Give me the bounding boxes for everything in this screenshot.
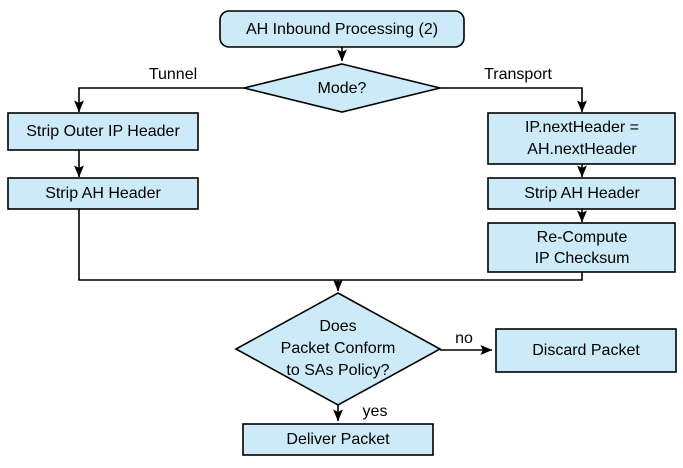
- node-start-shape: [219, 10, 465, 48]
- edge-label-transport: Transport: [484, 66, 552, 83]
- node-strip-ah-transport-label: Strip AH Header: [524, 185, 640, 202]
- edge-label-no: no: [455, 330, 473, 347]
- node-mode[interactable]: Mode?: [243, 63, 441, 113]
- edge-label-layer: Tunnel Transport no yes: [149, 66, 553, 420]
- node-conform-label-line1: Does: [319, 318, 356, 335]
- node-discard-label: Discard Packet: [532, 342, 640, 359]
- node-conform-shape: [234, 292, 442, 406]
- edge-layer: [74, 47, 587, 422]
- node-next-header-label-line1: IP.nextHeader =: [525, 119, 639, 136]
- node-recompute-label-line1: Re-Compute: [537, 229, 628, 246]
- node-start[interactable]: AH Inbound Processing (2): [219, 10, 465, 48]
- node-deliver-label: Deliver Packet: [286, 431, 390, 448]
- node-strip-ah-transport[interactable]: Strip AH Header: [487, 177, 676, 210]
- node-deliver-shape: [242, 423, 434, 456]
- edge-label-yes: yes: [363, 403, 388, 420]
- edge-mode-to-strip-outer-ip: [74, 87, 244, 113]
- edge-recompute-to-conform: [338, 270, 583, 281]
- node-strip-ah-transport-shape: [487, 177, 676, 210]
- node-next-header[interactable]: IP.nextHeader = AH.nextHeader: [487, 112, 676, 165]
- node-recompute-shape: [487, 222, 676, 273]
- node-deliver[interactable]: Deliver Packet: [242, 423, 434, 456]
- node-strip-outer-ip-shape: [7, 112, 199, 151]
- edge-strip-ah-tunnel-to-conform: [78, 209, 338, 281]
- node-next-header-label-line2: AH.nextHeader: [527, 141, 637, 158]
- node-next-header-shape: [487, 112, 676, 165]
- node-recompute[interactable]: Re-Compute IP Checksum: [487, 222, 676, 273]
- node-recompute-label-line2: IP Checksum: [535, 250, 630, 267]
- node-discard[interactable]: Discard Packet: [495, 328, 677, 373]
- node-conform-label-line3: to SAs Policy?: [286, 362, 389, 379]
- node-strip-ah-tunnel-shape: [7, 177, 199, 210]
- node-strip-ah-tunnel[interactable]: Strip AH Header: [7, 177, 199, 210]
- node-strip-ah-tunnel-label: Strip AH Header: [45, 185, 161, 202]
- edge-label-tunnel: Tunnel: [149, 66, 197, 83]
- node-discard-shape: [495, 328, 677, 373]
- node-strip-outer-ip[interactable]: Strip Outer IP Header: [7, 112, 199, 151]
- node-start-label: AH Inbound Processing (2): [246, 21, 438, 38]
- node-mode-label: Mode?: [318, 80, 367, 97]
- node-conform-label-line2: Packet Conform: [281, 340, 396, 357]
- node-conform[interactable]: Does Packet Conform to SAs Policy?: [234, 292, 442, 406]
- node-mode-shape: [243, 63, 441, 113]
- edge-mode-to-next-header: [440, 87, 587, 113]
- node-strip-outer-ip-label: Strip Outer IP Header: [26, 123, 180, 140]
